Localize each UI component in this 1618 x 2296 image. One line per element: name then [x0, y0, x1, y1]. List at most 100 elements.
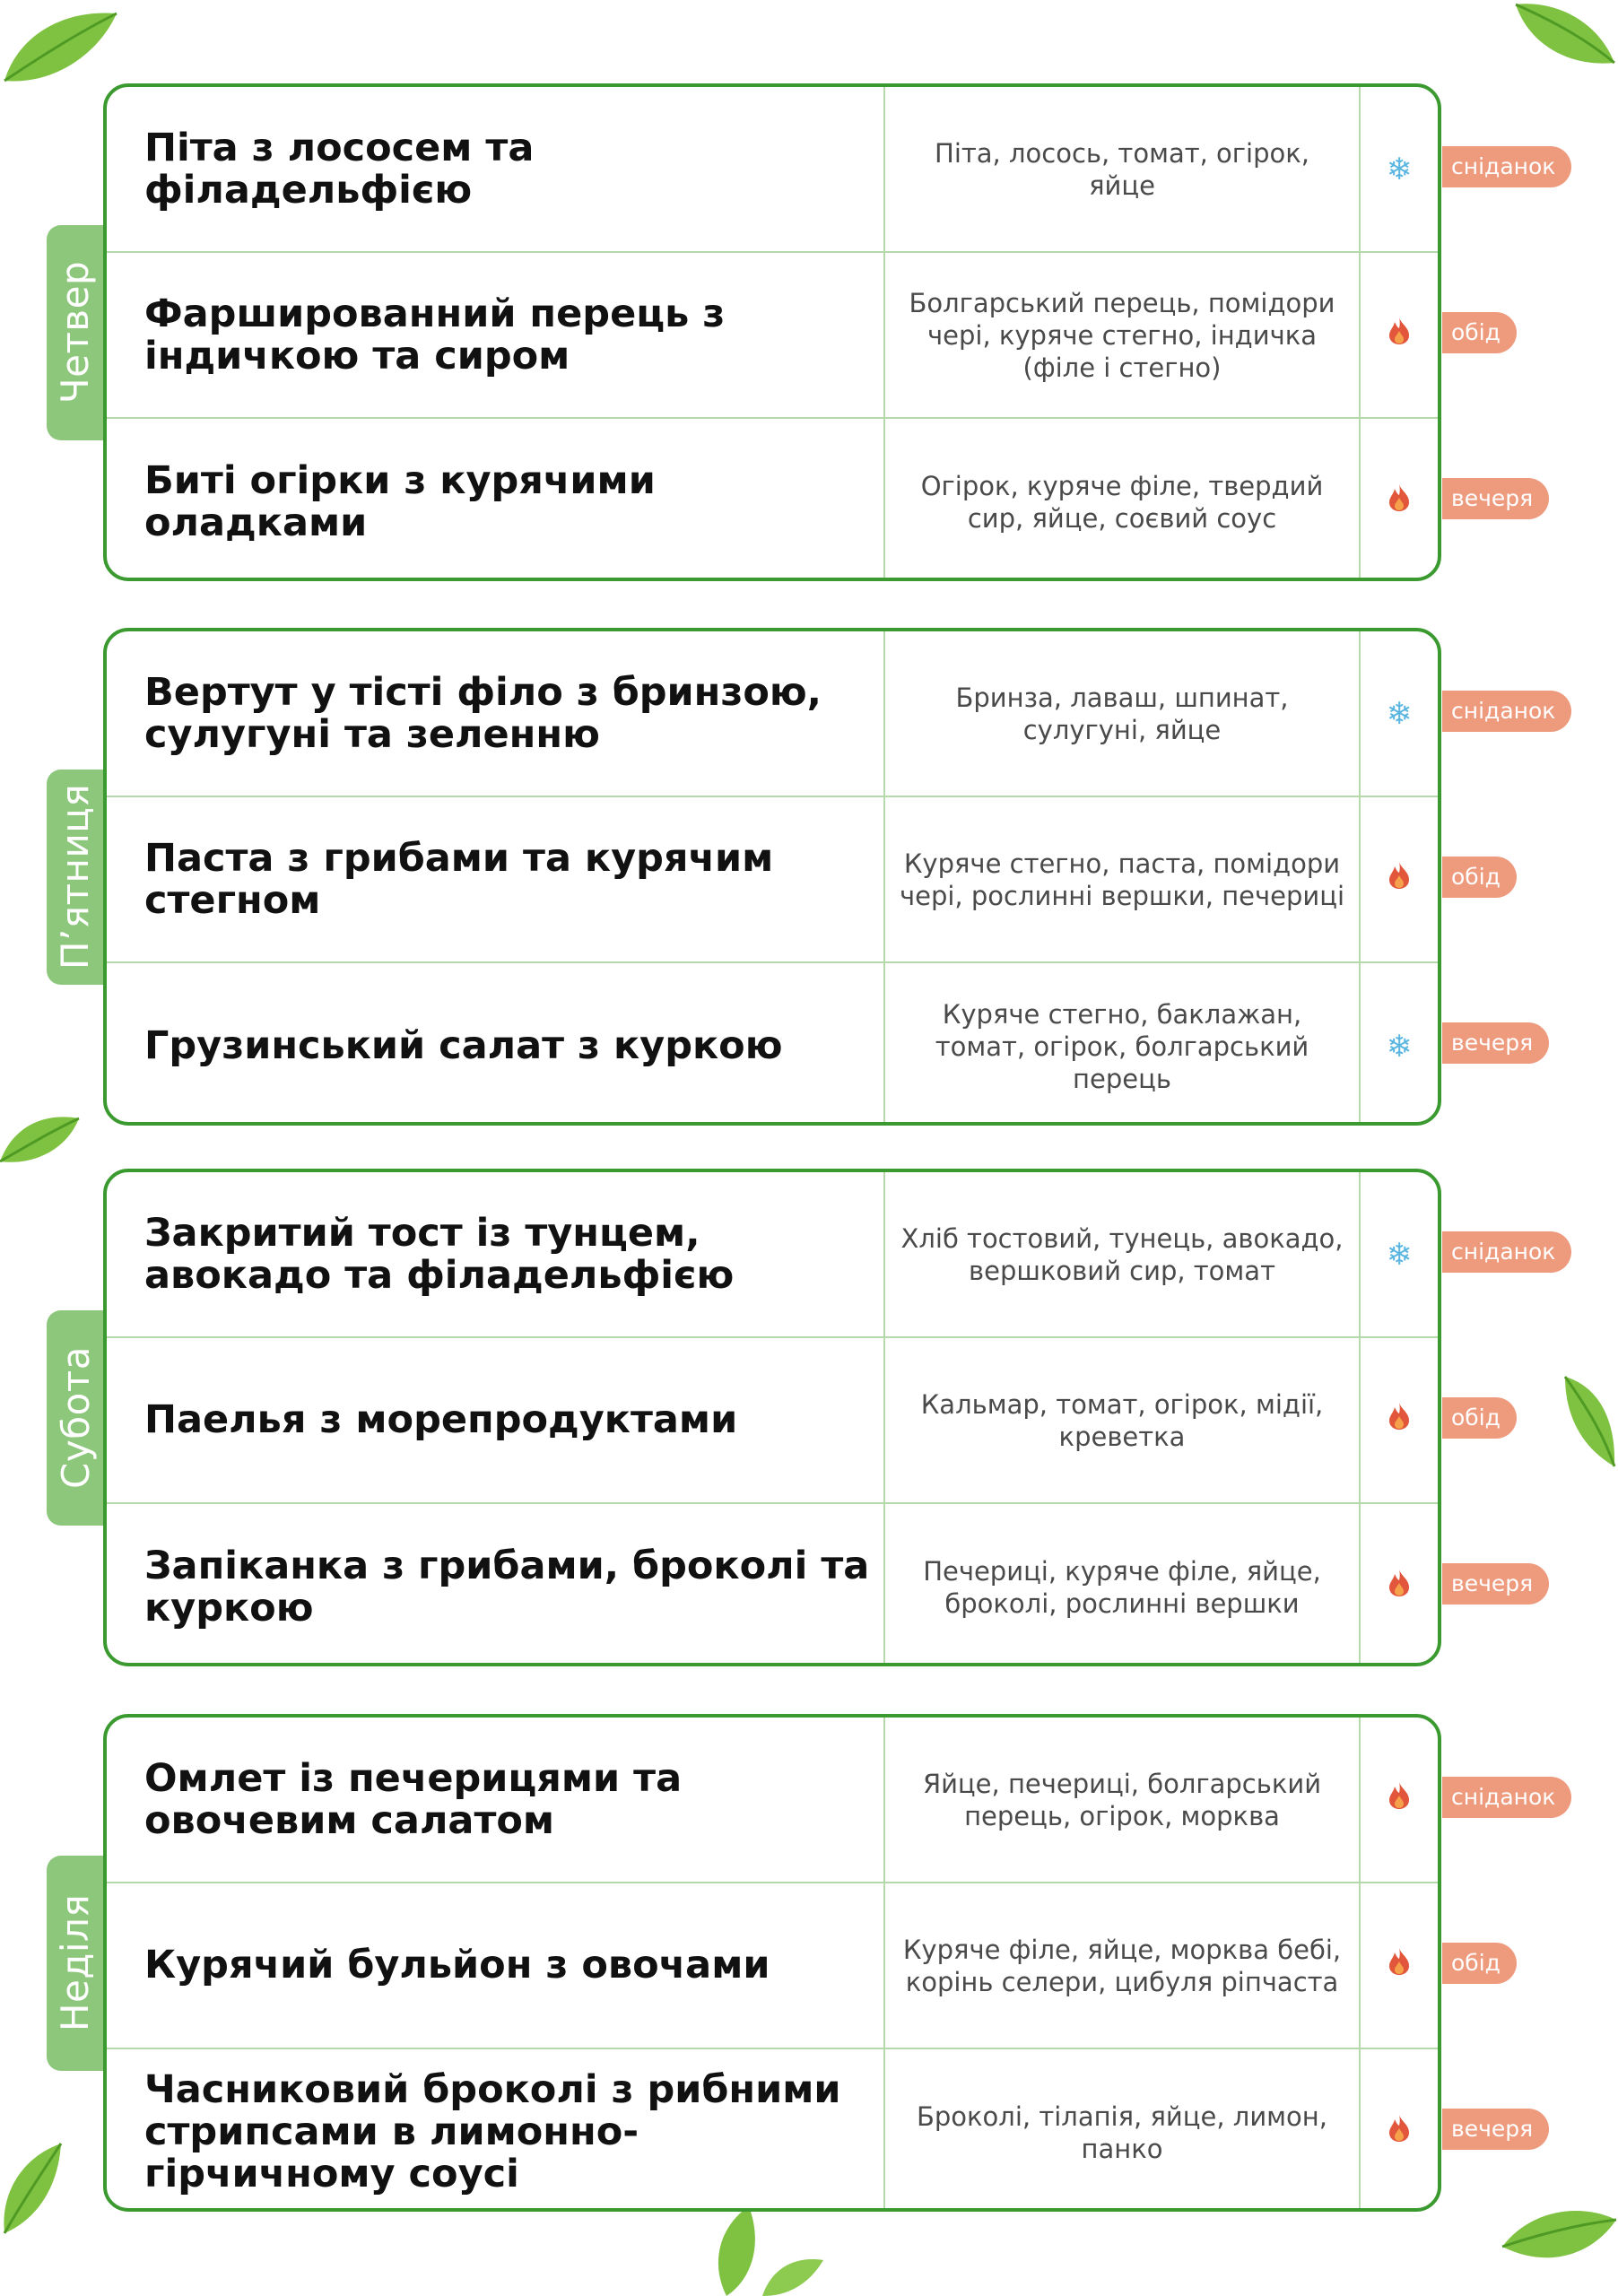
- dish-name: Паста з грибами та курячим стегном: [144, 835, 774, 923]
- leaf-decoration: [0, 1117, 80, 1163]
- day-block: П’ятниця сніданок обід вечеря Вертут у тісті…: [0, 628, 1618, 1126]
- dish-name: Запіканка з грибами, броколі та куркою: [144, 1543, 870, 1631]
- leaf-decoration: [718, 2206, 823, 2296]
- dish-name: Піта з лососем та філадельфією: [144, 125, 535, 213]
- ingredients-text: Кальмар, томат, огірок, мідії, креветка: [920, 1388, 1324, 1452]
- prep-icon-cell: [1361, 419, 1438, 578]
- fire-icon: [1387, 2114, 1411, 2151]
- ingredients-text: Куряче стегно, баклажан, томат, огірок, …: [935, 998, 1309, 1094]
- snowflake-icon: ❄: [1386, 1236, 1413, 1273]
- ingredients-cell: Куряче філе, яйце, морква бебі, корінь с…: [885, 1883, 1361, 2048]
- ingredients-text: Огірок, куряче філе, твердий сир, яйце, …: [920, 470, 1324, 534]
- meal-badge: обід: [1442, 856, 1517, 898]
- day-name: Четвер: [53, 260, 98, 404]
- dish-name: Вертут у тісті філо з бринзою, сулугуні …: [144, 669, 822, 757]
- ingredients-cell: Піта, лосось, томат, огірок, яйце: [885, 87, 1361, 251]
- meal-badge: сніданок: [1442, 1231, 1572, 1273]
- meal-table: Піта з лососем та філадельфією Піта, лосо…: [103, 83, 1441, 581]
- snowflake-icon: ❄: [1386, 1028, 1413, 1065]
- ingredients-text: Печериці, куряче філе, яйце, броколі, ро…: [923, 1555, 1321, 1619]
- prep-icon-cell: [1361, 1504, 1438, 1663]
- day-tab: П’ятниця: [47, 769, 104, 985]
- meal-badge: обід: [1442, 1942, 1517, 1984]
- dish-cell: Омлет із печерицями та овочевим салатом: [107, 1718, 885, 1882]
- leaf-decoration: [1563, 1376, 1616, 1467]
- meal-table: Омлет із печерицями та овочевим салатом Я…: [103, 1714, 1441, 2212]
- ingredients-text: Куряче філе, яйце, морква бебі, корінь с…: [902, 1934, 1342, 1997]
- ingredients-text: Яйце, печериці, болгарський перець, огір…: [922, 1768, 1322, 1831]
- leaf-decoration: [3, 2143, 63, 2234]
- day-block: Неділя сніданок обід вечеря Омлет із печериц…: [0, 1714, 1618, 2212]
- dish-cell: Грузинський салат з куркою: [107, 963, 885, 1122]
- fire-icon: [1387, 1947, 1411, 1984]
- prep-icon-cell: [1361, 1883, 1438, 2048]
- table-row: Вертут у тісті філо з бринзою, сулугуні …: [107, 631, 1438, 797]
- dish-cell: Закритий тост із тунцем, авокадо та філа…: [107, 1172, 885, 1336]
- ingredients-cell: Броколі, тілапія, яйце, лимон, панко: [885, 2049, 1361, 2208]
- fire-icon: [1387, 1569, 1411, 1605]
- meal-badge: вечеря: [1442, 2108, 1550, 2150]
- dish-name: Паелья з морепродуктами: [144, 1397, 738, 1442]
- dish-cell: Вертут у тісті філо з бринзою, сулугуні …: [107, 631, 885, 796]
- dish-cell: Паелья з морепродуктами: [107, 1338, 885, 1502]
- table-row: Паста з грибами та курячим стегном Куряче…: [107, 797, 1438, 963]
- dish-cell: Паста з грибами та курячим стегном: [107, 797, 885, 961]
- ingredients-cell: Огірок, куряче філе, твердий сир, яйце, …: [885, 419, 1361, 578]
- ingredients-text: Піта, лосось, томат, огірок, яйце: [935, 137, 1309, 201]
- ingredients-cell: Куряче стегно, паста, помідори чері, рос…: [885, 797, 1361, 961]
- meal-table: Вертут у тісті філо з бринзою, сулугуні …: [103, 628, 1441, 1126]
- ingredients-cell: Яйце, печериці, болгарський перець, огір…: [885, 1718, 1361, 1882]
- meal-badge: сніданок: [1442, 690, 1572, 732]
- prep-icon-cell: ❄: [1361, 87, 1438, 251]
- snowflake-icon: ❄: [1386, 151, 1413, 187]
- prep-icon-cell: [1361, 1718, 1438, 1882]
- prep-icon-cell: ❄: [1361, 631, 1438, 796]
- prep-icon-cell: ❄: [1361, 963, 1438, 1122]
- table-row: Фаршированний перець з індичкою та сиром…: [107, 253, 1438, 419]
- day-tab: Четвер: [47, 224, 104, 440]
- table-row: Грузинський салат з куркою Куряче стегно,…: [107, 963, 1438, 1122]
- ingredients-text: Болгарський перець, помідори чері, куряч…: [909, 287, 1335, 383]
- fire-icon: [1387, 861, 1411, 898]
- table-row: Часниковий броколі з рибними стрипсами в…: [107, 2049, 1438, 2208]
- dish-name: Грузинський салат з куркою: [144, 1023, 783, 1068]
- ingredients-cell: Болгарський перець, помідори чері, куряч…: [885, 253, 1361, 417]
- day-name: П’ятниця: [53, 783, 98, 970]
- prep-icon-cell: ❄: [1361, 1172, 1438, 1336]
- table-row: Піта з лососем та філадельфією Піта, лосо…: [107, 87, 1438, 253]
- table-row: Омлет із печерицями та овочевим салатом Я…: [107, 1718, 1438, 1883]
- prep-icon-cell: [1361, 253, 1438, 417]
- dish-name: Закритий тост із тунцем, авокадо та філа…: [144, 1210, 735, 1298]
- ingredients-cell: Бринза, лаваш, шпинат, сулугуні, яйце: [885, 631, 1361, 796]
- leaf-decoration: [1501, 2211, 1617, 2258]
- dish-cell: Фаршированний перець з індичкою та сиром: [107, 253, 885, 417]
- leaf-decoration: [4, 12, 117, 83]
- dish-cell: Биті огірки з курячими оладками: [107, 419, 885, 578]
- day-tab: Неділя: [47, 1855, 104, 2071]
- prep-icon-cell: [1361, 797, 1438, 961]
- meal-badge: сніданок: [1442, 1776, 1572, 1818]
- meal-badge: сніданок: [1442, 145, 1572, 187]
- ingredients-cell: Хліб тостовий, тунець, авокадо, вершкови…: [885, 1172, 1361, 1336]
- dish-name: Курячий бульйон з овочами: [144, 1943, 770, 1987]
- table-row: Биті огірки з курячими оладками Огірок, к…: [107, 419, 1438, 578]
- prep-icon-cell: [1361, 1338, 1438, 1502]
- dish-cell: Піта з лососем та філадельфією: [107, 87, 885, 251]
- dish-cell: Запіканка з грибами, броколі та куркою: [107, 1504, 885, 1663]
- ingredients-text: Хліб тостовий, тунець, авокадо, вершкови…: [900, 1222, 1344, 1286]
- dish-name: Биті огірки з курячими оладками: [144, 457, 656, 545]
- meal-table: Закритий тост із тунцем, авокадо та філа…: [103, 1169, 1441, 1666]
- fire-icon: [1387, 483, 1411, 520]
- dish-name: Омлет із печерицями та овочевим салатом: [144, 1755, 683, 1843]
- meal-badge: обід: [1442, 1396, 1517, 1439]
- dish-name: Фаршированний перець з індичкою та сиром: [144, 291, 726, 378]
- table-row: Запіканка з грибами, броколі та куркою Пе…: [107, 1504, 1438, 1663]
- meal-badge: вечеря: [1442, 1022, 1550, 1064]
- meal-badge: обід: [1442, 311, 1517, 353]
- fire-icon: [1387, 1781, 1411, 1818]
- day-tab: Субота: [47, 1309, 104, 1526]
- fire-icon: [1387, 317, 1411, 353]
- ingredients-cell: Кальмар, томат, огірок, мідії, креветка: [885, 1338, 1361, 1502]
- dish-cell: Часниковий броколі з рибними стрипсами в…: [107, 2049, 885, 2208]
